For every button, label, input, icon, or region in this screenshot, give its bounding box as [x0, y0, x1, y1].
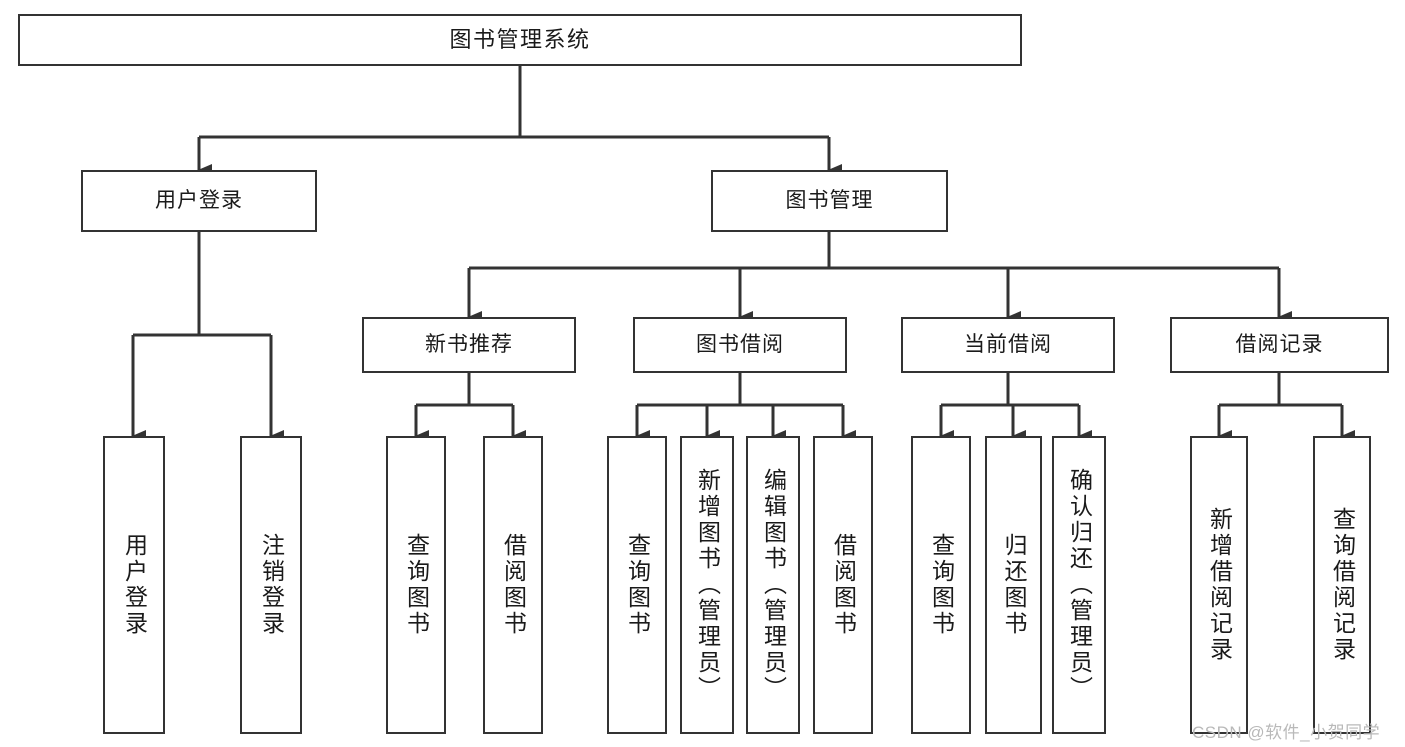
- node-leaf-borrow-book-rec[interactable]: 借阅图书: [483, 436, 543, 734]
- node-leaf-return-book-label: 归还图书: [1001, 533, 1027, 637]
- node-leaf-query-book-rec[interactable]: 查询图书: [386, 436, 446, 734]
- node-borrow-record[interactable]: 借阅记录: [1170, 317, 1389, 373]
- node-leaf-user-login[interactable]: 用户登录: [103, 436, 165, 734]
- node-leaf-confirm-return-label: 确认归还（管理员）: [1066, 468, 1093, 702]
- watermark-text: CSDN @软件_小贺同学: [1192, 723, 1381, 742]
- node-leaf-borrow-book-rec-label: 借阅图书: [500, 533, 527, 637]
- node-book-manage[interactable]: 图书管理: [711, 170, 948, 232]
- node-leaf-query-book-cur-label: 查询图书: [928, 533, 955, 637]
- node-leaf-borrow-book-bor-label: 借阅图书: [830, 533, 857, 637]
- node-leaf-query-book-cur[interactable]: 查询图书: [911, 436, 971, 734]
- node-leaf-query-record[interactable]: 查询借阅记录: [1313, 436, 1371, 734]
- node-root[interactable]: 图书管理系统: [18, 14, 1022, 66]
- node-borrow-record-label: 借阅记录: [1235, 332, 1324, 356]
- node-new-book-recommend-label: 新书推荐: [425, 332, 513, 356]
- node-root-label: 图书管理系统: [449, 27, 591, 53]
- node-new-book-recommend[interactable]: 新书推荐: [362, 317, 576, 373]
- node-leaf-user-login-label: 用户登录: [121, 533, 148, 637]
- node-user-login-label: 用户登录: [155, 188, 243, 212]
- node-book-borrow[interactable]: 图书借阅: [633, 317, 847, 373]
- node-leaf-logout[interactable]: 注销登录: [240, 436, 302, 734]
- node-leaf-query-book-rec-label: 查询图书: [403, 533, 430, 637]
- node-book-borrow-label: 图书借阅: [696, 332, 784, 356]
- node-book-manage-label: 图书管理: [785, 188, 874, 212]
- node-leaf-add-book-label: 新增图书（管理员）: [694, 468, 721, 702]
- node-leaf-query-book-bor[interactable]: 查询图书: [607, 436, 667, 734]
- node-leaf-query-record-label: 查询借阅记录: [1329, 507, 1356, 663]
- node-current-borrow[interactable]: 当前借阅: [901, 317, 1115, 373]
- node-user-login[interactable]: 用户登录: [81, 170, 317, 232]
- node-leaf-edit-book[interactable]: 编辑图书（管理员）: [746, 436, 800, 734]
- node-leaf-logout-label: 注销登录: [258, 533, 285, 637]
- node-leaf-query-book-bor-label: 查询图书: [624, 533, 651, 637]
- node-leaf-confirm-return[interactable]: 确认归还（管理员）: [1052, 436, 1106, 734]
- node-current-borrow-label: 当前借阅: [964, 332, 1052, 356]
- node-leaf-add-book[interactable]: 新增图书（管理员）: [680, 436, 734, 734]
- node-leaf-add-record-label: 新增借阅记录: [1206, 507, 1233, 663]
- node-leaf-edit-book-label: 编辑图书（管理员）: [760, 468, 787, 702]
- node-leaf-add-record[interactable]: 新增借阅记录: [1190, 436, 1248, 734]
- node-leaf-return-book[interactable]: 归还图书: [985, 436, 1042, 734]
- node-leaf-borrow-book-bor[interactable]: 借阅图书: [813, 436, 873, 734]
